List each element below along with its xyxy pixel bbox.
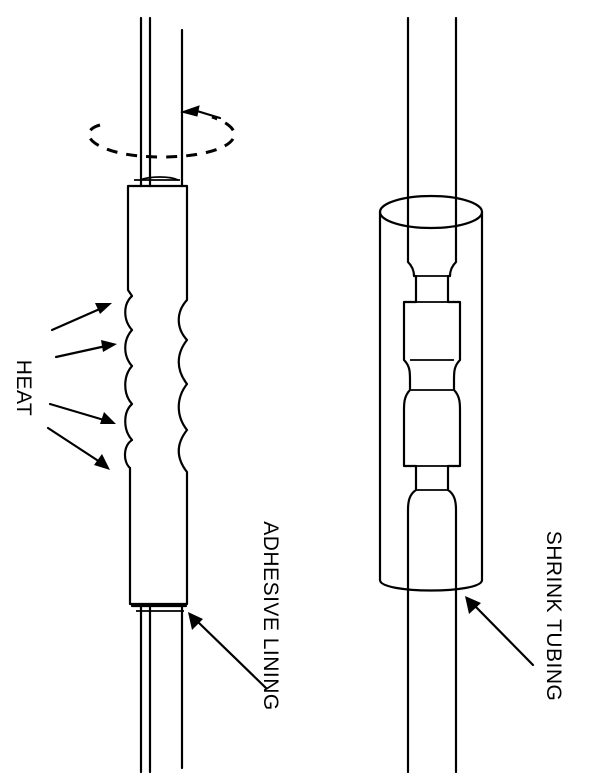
splice-connector (402, 226, 462, 594)
heat-arrow-1 (50, 303, 112, 332)
shrink-tubing-pointer (465, 596, 535, 667)
shrink-tubing-label: SHRINK TUBING (542, 531, 565, 702)
right-assembly (378, 16, 535, 774)
shrink-tubing-cylinder (378, 194, 484, 592)
right-wire (406, 16, 458, 774)
left-assembly (46, 16, 268, 774)
adhesive-lining-pointer (188, 612, 268, 690)
rotation-dashed-ellipse (87, 115, 236, 159)
adhesive-lining-label: ADHESIVE LINING (259, 521, 282, 711)
left-wire-top (139, 16, 184, 188)
heat-arrow-2 (54, 340, 117, 359)
shrunk-tube-body (123, 184, 189, 606)
splice-bands (410, 275, 454, 491)
heat-arrow-3 (48, 402, 116, 424)
heat-arrows (46, 303, 117, 470)
left-wire-bottom (139, 602, 184, 774)
heat-label: HEAT (12, 360, 35, 416)
heat-arrow-4 (46, 426, 110, 470)
